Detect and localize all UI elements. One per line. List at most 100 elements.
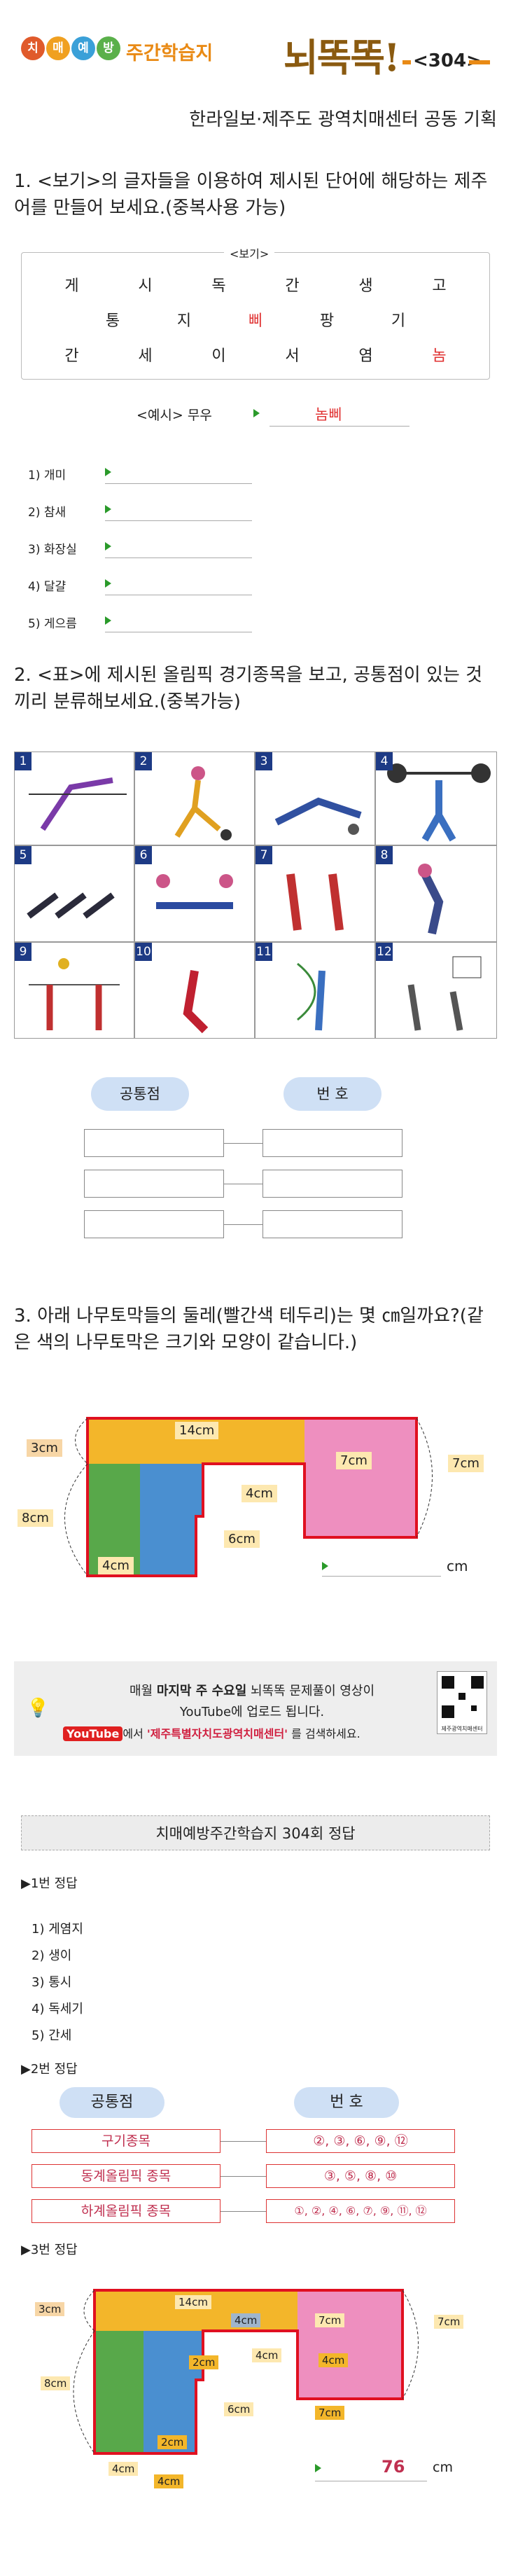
answer-item: 2) 생이: [31, 1948, 72, 1963]
divider: [469, 60, 490, 64]
dim-label: 4cm: [108, 2462, 139, 2476]
q1-item: 2) 참새: [28, 506, 66, 520]
dim-label: 4cm: [318, 2353, 349, 2367]
banner-text: 를 검색하세요.: [291, 1727, 360, 1740]
q1-item: 5) 게으름: [28, 617, 77, 631]
arrow-icon: [105, 542, 111, 550]
arrow-icon: [105, 616, 111, 625]
sport-cell: 9: [14, 942, 134, 1039]
dim-label: 14cm: [175, 2295, 211, 2309]
answer-row-key: 하계올림픽 종목: [31, 2199, 220, 2223]
answer-line[interactable]: [105, 520, 252, 521]
banner-text: 마지막 주 수요일: [156, 1684, 247, 1698]
logo-char: 방: [97, 36, 120, 60]
common-input[interactable]: [84, 1210, 224, 1238]
dim-label: 8cm: [41, 2376, 71, 2390]
letter: 염: [358, 347, 373, 365]
letter: 팡: [319, 312, 335, 330]
number-input[interactable]: [262, 1129, 402, 1157]
answer-row-key: 동계올림픽 종목: [31, 2164, 220, 2188]
common-input[interactable]: [84, 1129, 224, 1157]
dim-label: 7cm: [434, 2315, 464, 2329]
dim-label: 2cm: [158, 2435, 188, 2449]
letter: 간: [285, 277, 300, 295]
answer-line[interactable]: [322, 1576, 441, 1577]
dim-label: 8cm: [18, 1509, 53, 1527]
letter: 놈: [432, 347, 447, 365]
sport-cell: 12: [375, 942, 497, 1039]
answer-line: [270, 426, 410, 427]
answer-diagram: 3cm 14cm 4cm 7cm 7cm 4cm 2cm 4cm 8cm 6cm…: [14, 2259, 497, 2553]
subtitle: 주간학습지: [126, 43, 214, 64]
q1-item: 4) 달걀: [28, 580, 66, 594]
letter: 서: [285, 347, 300, 365]
sport-cell: 11: [255, 942, 375, 1039]
dim-label: 7cm: [315, 2313, 345, 2327]
sport-cell: 2: [134, 752, 255, 845]
number-input[interactable]: [262, 1210, 402, 1238]
answer-common-label: 공통점: [59, 2087, 164, 2118]
question-3: 3. 아래 나무토막들의 둘레(빨간색 테두리)는 몇 ㎝일까요?(같은 색의 …: [14, 1306, 484, 1353]
brand-title: 뇌똑똑!: [284, 35, 400, 80]
qr-caption: 제주광역치매센터: [441, 1726, 483, 1732]
sport-cell: 7: [255, 845, 375, 942]
arrow-icon: [105, 468, 111, 476]
answer-head-2: ▶2번 정답: [21, 2062, 78, 2077]
answer-item: 5) 간세: [31, 2028, 72, 2043]
qr-code-icon[interactable]: 제주광역치매센터: [437, 1671, 487, 1734]
logo: 치 매 예 방: [21, 36, 120, 60]
answer-unit: cm: [433, 2460, 453, 2475]
letter: 시: [138, 277, 153, 295]
common-input[interactable]: [84, 1170, 224, 1198]
connector-line: [220, 2176, 266, 2177]
planner: 한라일보·제주도 광역치매센터 공동 기획: [189, 109, 497, 130]
sport-cell: 6: [134, 845, 255, 942]
letter: 삐: [248, 312, 263, 330]
sport-cell: 1: [14, 752, 134, 845]
dim-label: 4cm: [98, 1557, 134, 1574]
unit-label: cm: [447, 1558, 468, 1574]
youtube-banner: 💡 매월 마지막 주 수요일 뇌똑똑 문제풀이 영상이 YouTube에 업로드…: [14, 1661, 497, 1756]
letter: 지: [176, 312, 192, 330]
sport-cell: 5: [14, 845, 134, 942]
arrow-icon: [105, 579, 111, 588]
letter: 세: [138, 347, 153, 365]
question-2: 2. <표>에 제시된 올림픽 경기종목을 보고, 공통점이 있는 것끼리 분류…: [14, 665, 482, 712]
arrow-icon: [315, 2464, 321, 2472]
letter: 고: [432, 277, 447, 295]
arrow-icon: [322, 1562, 328, 1570]
example-box-title: <보기>: [224, 244, 275, 261]
dim-label: 7cm: [336, 1452, 372, 1469]
answer-row-value: ③, ⑤, ⑧, ⑩: [266, 2164, 455, 2188]
answer-row-value: ②, ③, ⑥, ⑨, ⑫: [266, 2129, 455, 2153]
logo-char: 치: [21, 36, 45, 60]
banner-text: 뇌똑똑 문제풀이 영상이: [251, 1684, 375, 1698]
dim-label: 14cm: [175, 1422, 219, 1439]
banner-line1: 매월 마지막 주 수요일 뇌똑똑 문제풀이 영상이: [77, 1681, 427, 1699]
dim-label: 4cm: [231, 2313, 261, 2327]
letter: 간: [64, 347, 79, 365]
sport-cell: 3: [255, 752, 375, 845]
dim-label: 4cm: [252, 2348, 282, 2362]
answer-line[interactable]: [105, 483, 252, 484]
youtube-logo[interactable]: YouTube: [63, 1726, 123, 1741]
dim-label: 2cm: [189, 2355, 219, 2369]
number-input[interactable]: [262, 1170, 402, 1198]
banner-text: 에서: [122, 1727, 144, 1740]
logo-char: 예: [71, 36, 95, 60]
answer-number-label: 번 호: [294, 2087, 399, 2118]
dim-label: 3cm: [35, 2302, 65, 2316]
answer-row-value: ①, ②, ④, ⑥, ⑦, ⑨, ⑪, ⑫: [266, 2199, 455, 2223]
connector-line: [224, 1224, 262, 1225]
sports-table: 1 2 3 4 5 6 7 8 9 10 11 12: [14, 752, 497, 1039]
dim-label: 4cm: [154, 2474, 184, 2488]
banner-line2: YouTube에 업로드 됩니다.: [179, 1705, 325, 1719]
answer-head-3: ▶3번 정답: [21, 2243, 78, 2257]
sport-cell: 10: [134, 942, 255, 1039]
letter: 기: [391, 312, 406, 330]
answer-item: 1) 게염지: [31, 1922, 83, 1937]
letter: 게: [64, 277, 79, 295]
dim-label: 7cm: [448, 1455, 484, 1472]
connector-line: [220, 2141, 266, 2142]
header: 치 매 예 방 주간학습지 뇌똑똑! <304> 한라일보·제주도 광역치매센터…: [0, 0, 511, 130]
